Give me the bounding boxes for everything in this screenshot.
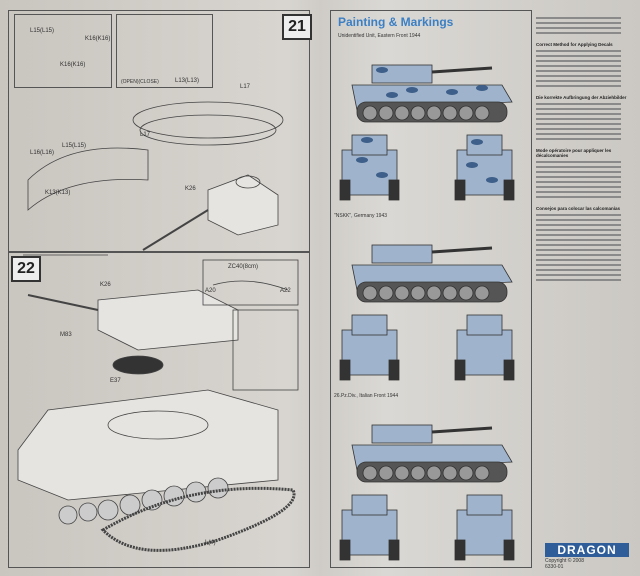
step-number-21: 21 xyxy=(282,14,312,40)
part-label: M83 xyxy=(60,332,72,338)
part-label: K16(K16) xyxy=(60,62,86,68)
section-heading: Consejos para colocar las calcomanías xyxy=(536,206,621,211)
dragon-logo: DRAGON xyxy=(545,543,629,557)
profile-caption: Unidentified Unit, Eastern Front 1944 xyxy=(338,33,421,39)
section-heading: Mode opératoire pour appliquer les décal… xyxy=(536,148,612,158)
part-label: K13(K13) xyxy=(45,190,71,196)
part-label: ZC40(8cm) xyxy=(228,264,259,270)
profile-caption: 26.Pz.Div., Italian Front 1944 xyxy=(334,393,399,399)
part-label: L15(L15) xyxy=(30,28,55,34)
part-label: E37 xyxy=(110,378,121,384)
tank-profile xyxy=(339,244,515,381)
tank-profile xyxy=(339,424,515,561)
part-label: A20 xyxy=(205,288,216,294)
decal-instructions-column: Correct Method for Applying Decals Die k… xyxy=(536,14,630,514)
painting-markings-panel xyxy=(330,10,532,568)
step-22-panel xyxy=(8,252,310,568)
part-label: L16(L16) xyxy=(30,150,55,156)
part-label: L17 xyxy=(140,132,151,138)
section-heading: Die korrekte Aufbringung der Abziehbilde… xyxy=(536,95,627,100)
step-number-22: 22 xyxy=(11,256,41,282)
tank-profile xyxy=(339,64,515,201)
section-heading: Correct Method for Applying Decals xyxy=(536,42,613,47)
inset-box xyxy=(14,14,112,88)
step-21-panel xyxy=(8,10,310,252)
part-label: K26 xyxy=(100,282,111,288)
part-label: A22 xyxy=(280,288,291,294)
part-label: K26 xyxy=(185,186,196,192)
painting-markings-title: Painting & Markings xyxy=(338,15,454,29)
part-label: L15(L15) xyxy=(62,143,87,149)
open-close-label: (OPEN)(CLOSE) xyxy=(121,79,159,85)
assembly-drawing xyxy=(17,101,299,552)
inset-box xyxy=(116,14,213,88)
part-label: K16(K16) xyxy=(85,36,111,42)
profile-caption: "NSKK", Germany 1943 xyxy=(334,213,388,219)
part-label: L(4) xyxy=(205,540,216,546)
part-label: L17 xyxy=(240,84,251,90)
part-label: L13(L13) xyxy=(175,78,200,84)
